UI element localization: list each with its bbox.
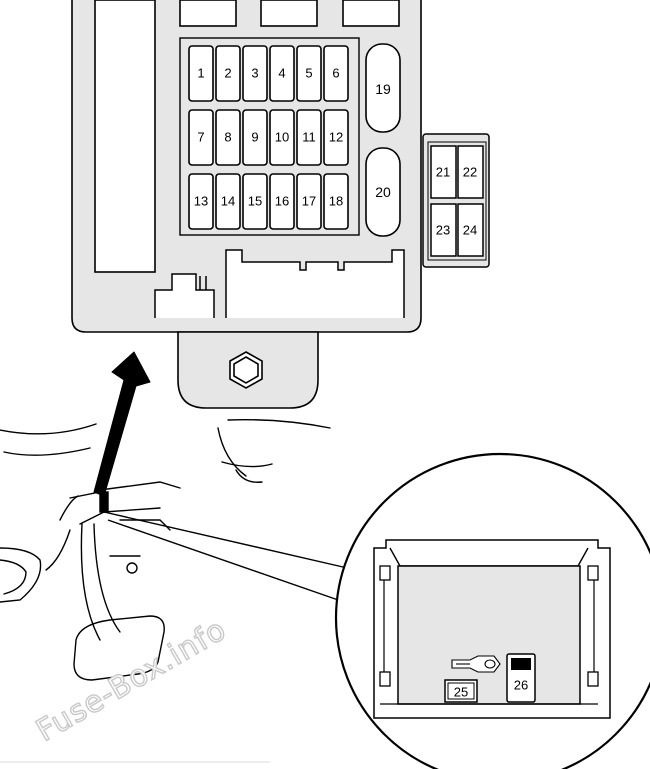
fuse-puller-icon: [451, 655, 501, 673]
fuse-16-label: 16: [275, 194, 289, 209]
callout-lines: [103, 511, 357, 603]
fuse-15-label: 15: [248, 194, 262, 209]
detail-view: [334, 452, 650, 769]
fuse-23[interactable]: 23: [430, 203, 457, 257]
fuse-25-label: 25: [454, 685, 468, 700]
fuse-6[interactable]: 6: [323, 45, 349, 102]
fuse-23-label: 23: [436, 223, 450, 238]
fuse-21-label: 21: [436, 165, 450, 180]
fuse-18-label: 18: [329, 194, 343, 209]
fuse-17[interactable]: 17: [296, 173, 322, 230]
mounting-bracket: [177, 331, 319, 409]
fuse-3[interactable]: 3: [242, 45, 268, 102]
bottom-connector: [154, 249, 405, 318]
watermark-text: Fuse-Box.info: [31, 612, 233, 749]
fuse-22[interactable]: 22: [457, 145, 484, 199]
fuse-17-label: 17: [302, 194, 316, 209]
fuse-25[interactable]: 25: [444, 679, 478, 703]
fuse-26-label: 26: [514, 678, 528, 693]
fuse-12[interactable]: 12: [323, 109, 349, 166]
fuse-5-label: 5: [305, 66, 312, 81]
fuse-22-label: 22: [463, 165, 477, 180]
fuse-20[interactable]: 20: [365, 147, 401, 237]
fuse-14[interactable]: 14: [215, 173, 241, 230]
vehicle-interior-sketch: [0, 418, 331, 681]
fuse-10[interactable]: 10: [269, 109, 295, 166]
fuse-24-label: 24: [463, 223, 477, 238]
fuse-13-label: 13: [194, 194, 208, 209]
fuse-4-label: 4: [278, 66, 285, 81]
fuse-6-label: 6: [332, 66, 339, 81]
fuse-19[interactable]: 19: [365, 43, 401, 133]
fuse-24[interactable]: 24: [457, 203, 484, 257]
fuse-2-label: 2: [224, 66, 231, 81]
fuse-7-label: 7: [197, 130, 204, 145]
fuse-row-2: 7 8 9 10 11 12: [188, 109, 349, 166]
fuse-7[interactable]: 7: [188, 109, 214, 166]
fuse-11[interactable]: 11: [296, 109, 322, 166]
fuse-10-label: 10: [275, 130, 289, 145]
fuse-8[interactable]: 8: [215, 109, 241, 166]
fuse-15[interactable]: 15: [242, 173, 268, 230]
fuse-3-label: 3: [251, 66, 258, 81]
fuse-12-label: 12: [329, 130, 343, 145]
fuse-5[interactable]: 5: [296, 45, 322, 102]
fuse-9-label: 9: [251, 130, 258, 145]
fuse-16[interactable]: 16: [269, 173, 295, 230]
location-arrow: [93, 351, 151, 497]
fuse-1[interactable]: 1: [188, 45, 214, 102]
fuse-8-label: 8: [224, 130, 231, 145]
fuse-row-1: 1 2 3 4 5 6: [188, 45, 349, 102]
fuse-4[interactable]: 4: [269, 45, 295, 102]
fuse-9[interactable]: 9: [242, 109, 268, 166]
fuse-2[interactable]: 2: [215, 45, 241, 102]
fuse-19-label: 19: [375, 81, 391, 97]
fuse-20-label: 20: [375, 184, 391, 200]
fuse-11-label: 11: [302, 130, 316, 145]
fuse-18[interactable]: 18: [323, 173, 349, 230]
fuse-13[interactable]: 13: [188, 173, 214, 230]
fuse-21[interactable]: 21: [430, 145, 457, 199]
fuse-row-3: 13 14 15 16 17 18: [188, 173, 349, 230]
fuse-26[interactable]: 26: [506, 653, 536, 703]
fuse-1-label: 1: [197, 66, 204, 81]
fuse-14-label: 14: [221, 194, 235, 209]
